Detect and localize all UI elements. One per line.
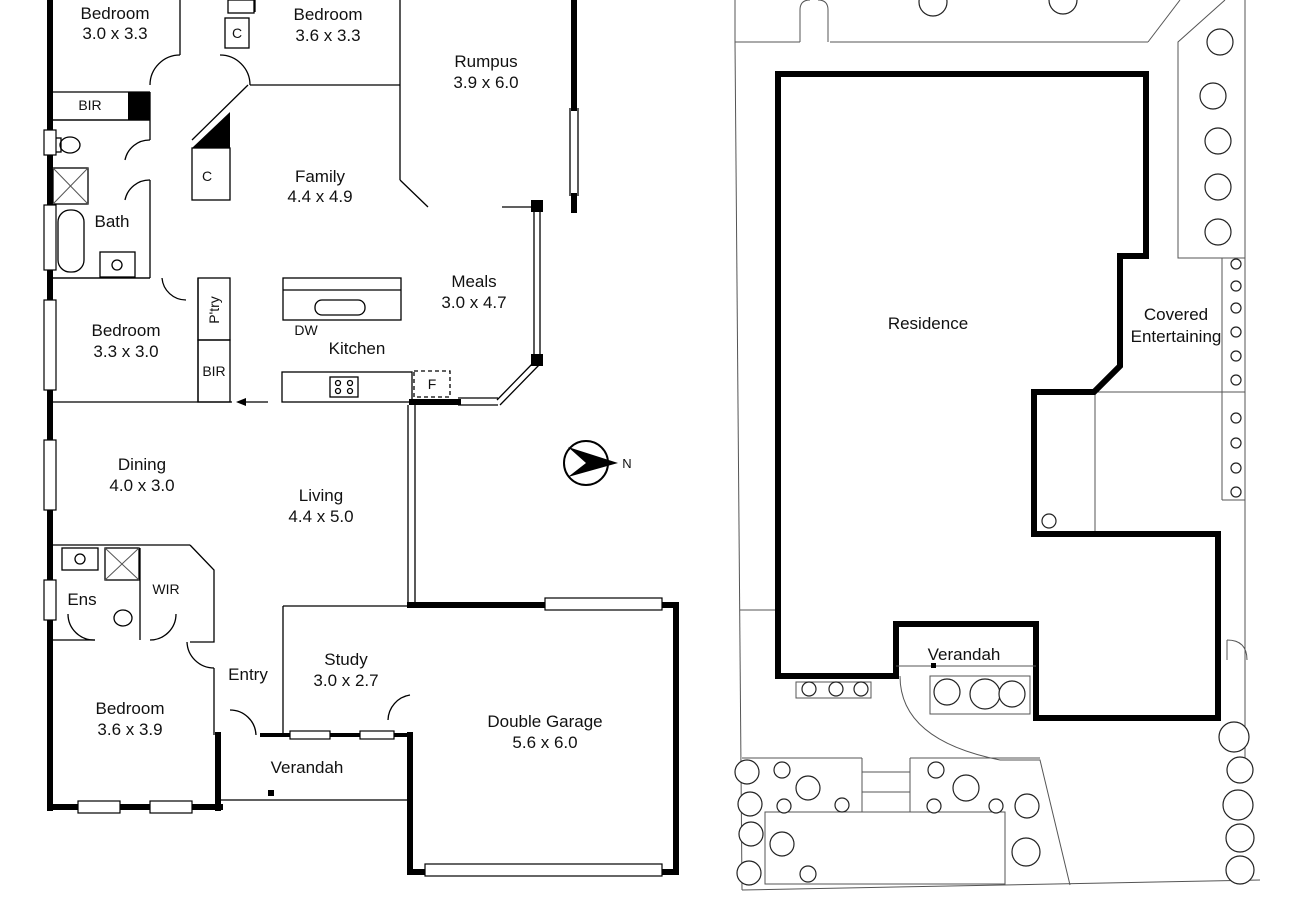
- site-label-covered-line1: Covered: [1144, 305, 1208, 324]
- room-size-living: 4.4 x 5.0: [288, 507, 353, 526]
- room-name-living: Living: [299, 486, 343, 505]
- compass-icon: N: [563, 440, 632, 486]
- fixture-pantry: P'try: [206, 296, 222, 324]
- room-name-meals: Meals: [451, 272, 496, 291]
- fixture-dishwasher: DW: [294, 322, 318, 338]
- room-size-bedroom-w: 3.3 x 3.0: [93, 342, 158, 361]
- site-label-covered-line2: Entertaining: [1131, 327, 1222, 346]
- room-size-bedroom-nw: 3.0 x 3.3: [82, 24, 147, 43]
- room-name-rumpus: Rumpus: [454, 52, 517, 71]
- fixture-bir-side: BIR: [202, 363, 225, 379]
- room-name-bedroom-w: Bedroom: [92, 321, 161, 340]
- room-name-ens: Ens: [67, 590, 96, 609]
- room-name-verandah: Verandah: [271, 758, 344, 777]
- room-name-study: Study: [324, 650, 368, 669]
- room-name-bedroom-sw: Bedroom: [96, 699, 165, 718]
- room-size-garage: 5.6 x 6.0: [512, 733, 577, 752]
- room-name-family: Family: [295, 167, 346, 186]
- room-name-kitchen: Kitchen: [329, 339, 386, 358]
- room-size-bedroom-sw: 3.6 x 3.9: [97, 720, 162, 739]
- room-name-entry: Entry: [228, 665, 268, 684]
- site-plan: Residence Covered Entertaining Verandah: [734, 0, 1261, 891]
- room-name-wir: WIR: [152, 581, 179, 597]
- fixture-cupboard-family: C: [202, 168, 212, 184]
- room-size-study: 3.0 x 2.7: [313, 671, 378, 690]
- room-size-meals: 3.0 x 4.7: [441, 293, 506, 312]
- room-name-dining: Dining: [118, 455, 166, 474]
- site-label-verandah: Verandah: [928, 645, 1001, 664]
- room-size-dining: 4.0 x 3.0: [109, 476, 174, 495]
- room-name-bedroom-nw: Bedroom: [81, 4, 150, 23]
- floor-plan: N Bedroom 3.0 x 3.3 Bedroom 3.6 x 3.3 Ru…: [43, 0, 679, 877]
- room-name-bath: Bath: [95, 212, 130, 231]
- room-size-bedroom-n: 3.6 x 3.3: [295, 26, 360, 45]
- fixture-cupboard-top: C: [232, 25, 242, 41]
- site-label-residence: Residence: [888, 314, 968, 333]
- room-name-garage: Double Garage: [487, 712, 602, 731]
- room-size-rumpus: 3.9 x 6.0: [453, 73, 518, 92]
- tree-icons: [734, 0, 1255, 886]
- fixture-fridge: F: [428, 376, 437, 392]
- compass-label: N: [622, 456, 631, 471]
- room-name-bedroom-n: Bedroom: [294, 5, 363, 24]
- fixture-bir-top: BIR: [78, 97, 101, 113]
- room-size-family: 4.4 x 4.9: [287, 187, 352, 206]
